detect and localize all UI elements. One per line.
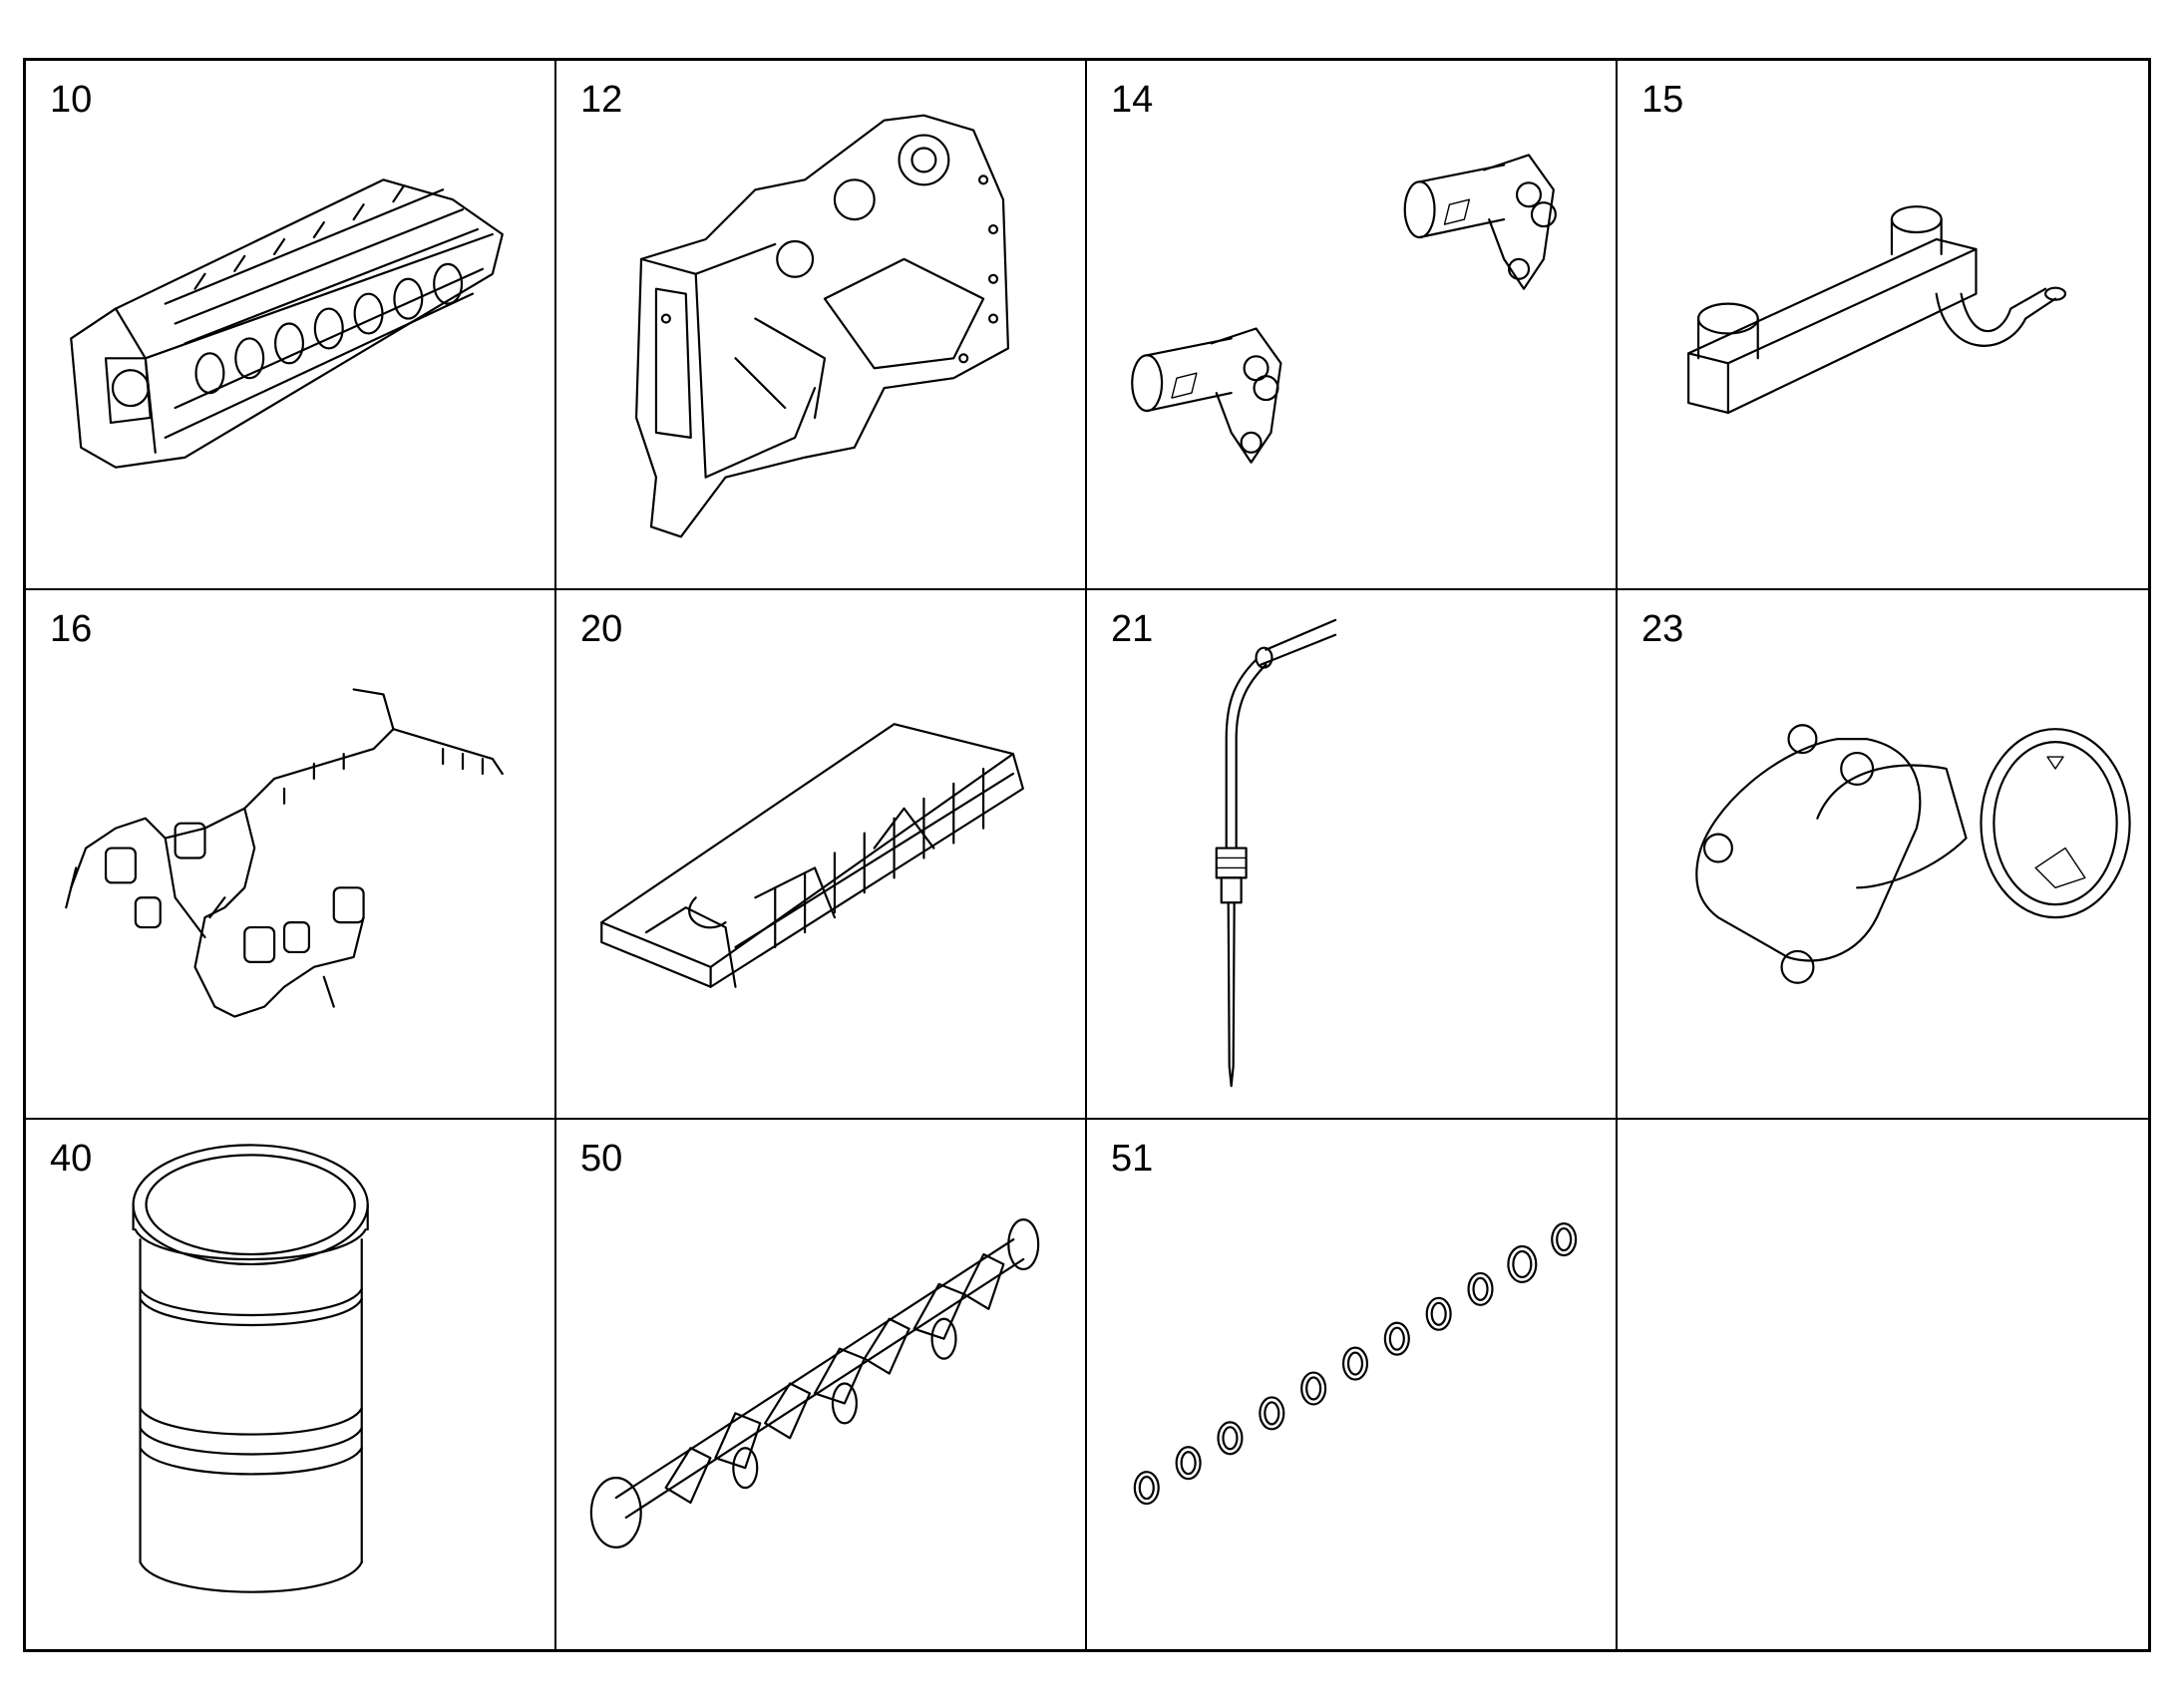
part-number: 15: [1641, 79, 1684, 121]
empty-cell: [1618, 1120, 2148, 1649]
part-number: 20: [580, 608, 623, 650]
timing-case-illustration: [634, 114, 1010, 538]
crankshaft-illustration: [589, 1218, 1040, 1548]
bearing-shells-illustration: [1133, 1222, 1578, 1506]
part-cell-21[interactable]: 21: [1087, 590, 1618, 1120]
part-number: 16: [50, 608, 93, 650]
parts-grid: 10 12: [23, 58, 2151, 1652]
part-cell-20[interactable]: 20: [556, 590, 1087, 1120]
part-cell-16[interactable]: 16: [26, 590, 556, 1120]
part-cell-50[interactable]: 50: [556, 1120, 1087, 1649]
part-number: 51: [1111, 1138, 1154, 1180]
part-cell-10[interactable]: 10: [26, 61, 556, 590]
part-cell-12[interactable]: 12: [556, 61, 1087, 590]
part-number: 50: [580, 1138, 623, 1180]
engine-block-illustration: [70, 178, 504, 469]
part-cell-51[interactable]: 51: [1087, 1120, 1618, 1649]
oil-filler-illustration: [1695, 724, 2131, 984]
oil-pan-illustration: [600, 723, 1024, 988]
part-number: 12: [580, 79, 623, 121]
wiring-harness-illustration: [65, 688, 504, 1018]
oil-pipe-illustration: [1687, 205, 2067, 415]
cylinder-liner-illustration: [132, 1144, 369, 1593]
piston-cooling-nozzles-illustration: [1131, 154, 1557, 464]
part-number: 14: [1111, 79, 1154, 121]
part-cell-40[interactable]: 40: [26, 1120, 556, 1649]
part-number: 23: [1641, 608, 1684, 650]
part-cell-14[interactable]: 14: [1087, 61, 1618, 590]
part-number: 21: [1111, 608, 1154, 650]
part-cell-23[interactable]: 23: [1618, 590, 2148, 1120]
part-number: 10: [50, 79, 93, 121]
dipstick-illustration: [1215, 618, 1337, 1088]
part-cell-15[interactable]: 15: [1618, 61, 2148, 590]
part-number: 40: [50, 1138, 93, 1180]
